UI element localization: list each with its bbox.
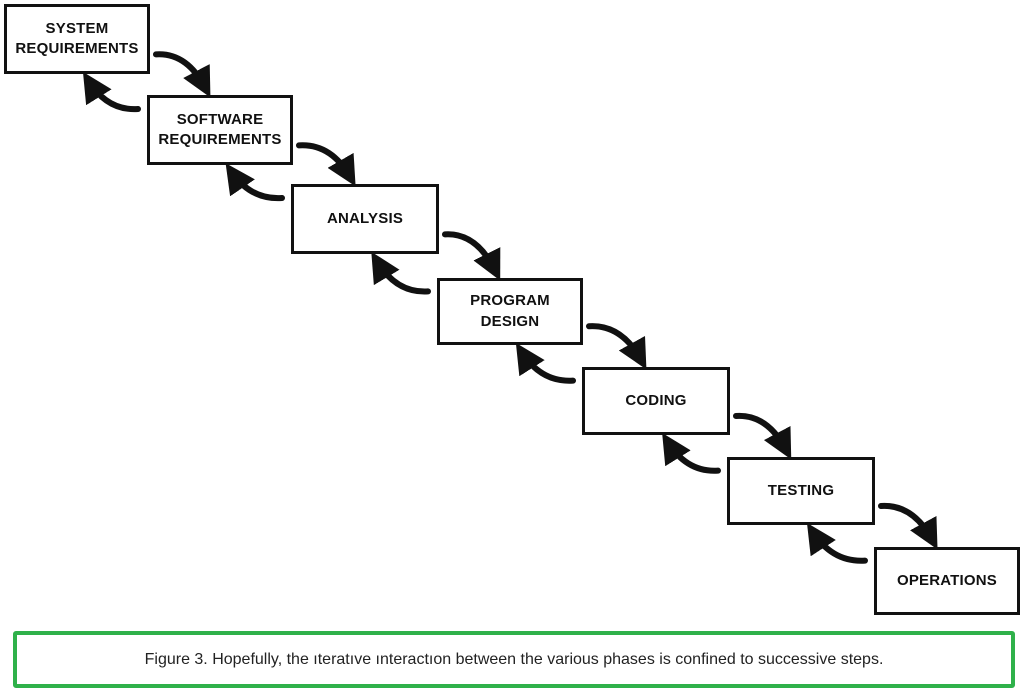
phase-box-software-requirements: SOFTWARE REQUIREMENTS — [147, 95, 293, 165]
phase-label-program-design: PROGRAM DESIGN — [470, 292, 550, 330]
phase-box-operations: OPERATIONS — [874, 547, 1020, 615]
phase-label-analysis: ANALYSIS — [326, 209, 404, 227]
phase-box-system-requirements: SYSTEM REQUIREMENTS — [4, 4, 150, 74]
phase-box-analysis: ANALYSIS — [291, 184, 439, 254]
phase-box-testing: TESTING — [727, 457, 875, 525]
back-arrow-software-requirements-to-system-requirements — [82, 71, 141, 113]
phase-box-program-design: PROGRAM DESIGN — [437, 278, 583, 345]
back-arrow-coding-to-program-design — [515, 342, 576, 384]
back-arrow-analysis-to-software-requirements — [225, 163, 285, 202]
forward-arrow-analysis-to-program-design — [442, 231, 501, 281]
forward-arrow-testing-to-operations — [878, 502, 938, 550]
forward-arrow-software-requirements-to-analysis — [296, 142, 356, 187]
back-arrow-testing-to-coding — [662, 432, 721, 474]
phase-label-software-requirements: SOFTWARE REQUIREMENTS — [158, 110, 282, 148]
forward-arrow-program-design-to-coding — [586, 323, 647, 370]
phase-box-coding: CODING — [582, 367, 730, 435]
phase-label-testing: TESTING — [767, 481, 835, 499]
phase-label-system-requirements: SYSTEM REQUIREMENTS — [15, 19, 139, 57]
back-arrow-program-design-to-analysis — [371, 251, 431, 295]
figure-caption: Figure 3. Hopefully, the ıteratıve ınter… — [144, 650, 884, 668]
phase-label-operations: OPERATIONS — [896, 571, 998, 589]
back-arrow-operations-to-testing — [806, 522, 868, 564]
phase-label-coding: CODING — [625, 391, 687, 409]
forward-arrow-system-requirements-to-software-requirements — [153, 51, 211, 98]
figure-caption-box: Figure 3. Hopefully, the ıteratıve ınter… — [13, 631, 1015, 688]
forward-arrow-coding-to-testing — [733, 412, 792, 460]
